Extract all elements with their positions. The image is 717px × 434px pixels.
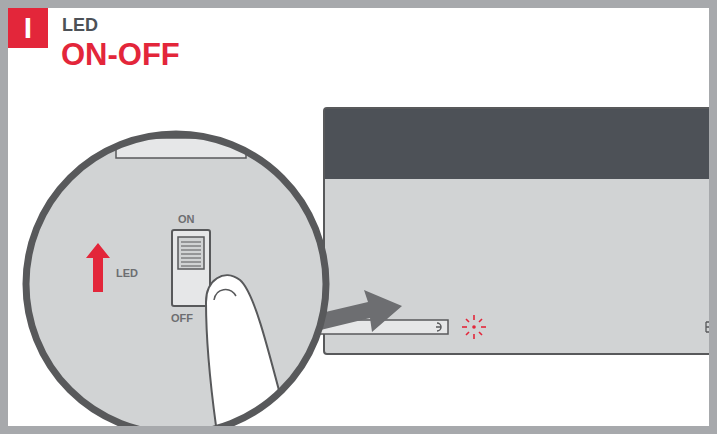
grip-line bbox=[181, 258, 201, 259]
grip-line bbox=[181, 266, 201, 267]
heading-on-off: ON-OFF bbox=[61, 39, 180, 70]
magnifier-circle bbox=[26, 134, 326, 426]
led-light bbox=[462, 315, 486, 339]
up-arrow bbox=[86, 243, 110, 292]
step-badge: I bbox=[8, 8, 48, 48]
grip-line bbox=[181, 254, 201, 255]
heading-led: LED bbox=[62, 16, 98, 34]
switch-off-label: OFF bbox=[171, 313, 193, 324]
grip-line bbox=[181, 242, 201, 243]
magnifier-ring bbox=[26, 134, 326, 426]
grip-line bbox=[181, 246, 201, 247]
finger bbox=[206, 275, 292, 426]
switch-led-label: LED bbox=[116, 268, 138, 279]
switch-knob bbox=[178, 237, 204, 269]
grip-line bbox=[181, 262, 201, 263]
step-letter: I bbox=[24, 13, 32, 43]
switch-body bbox=[172, 230, 210, 306]
grip-line bbox=[181, 250, 201, 251]
switch-on-label: ON bbox=[178, 214, 195, 225]
